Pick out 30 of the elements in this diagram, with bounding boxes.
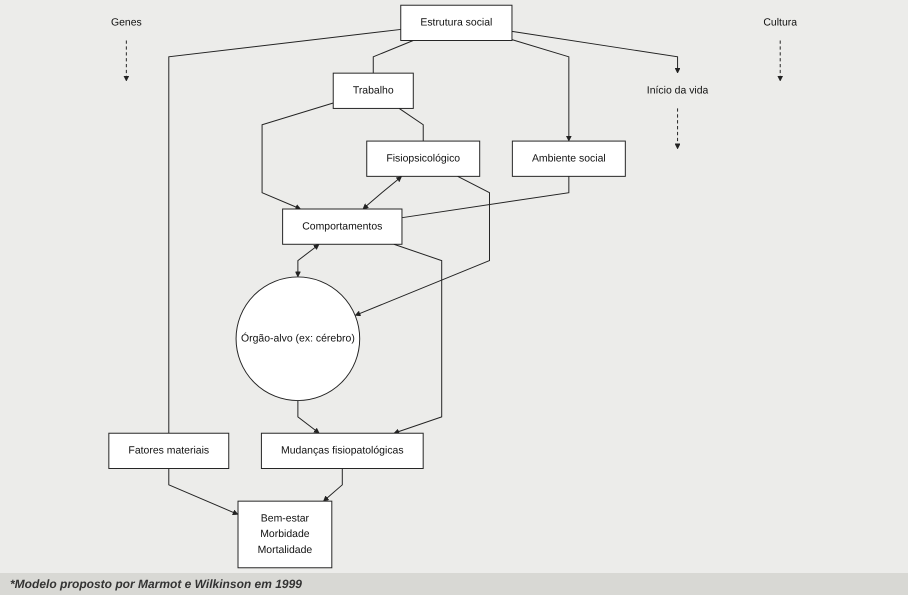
node-box: Mudanças fisiopatológicas <box>260 432 424 469</box>
node-box: Trabalho <box>332 72 414 109</box>
node-box: Estrutura social <box>400 4 512 41</box>
node-box: Fatores materiais <box>108 432 230 469</box>
arrow <box>123 40 130 82</box>
arrow <box>323 468 343 502</box>
node-box: Bem-estar Morbidade Mortalidade <box>238 500 332 568</box>
arrow <box>297 400 320 434</box>
connector <box>398 108 424 142</box>
connector <box>372 40 414 74</box>
node-box: Comportamentos <box>282 208 402 245</box>
node-text: Genes <box>110 16 142 28</box>
node-box: Fisiopsicológico <box>366 140 480 177</box>
arrow <box>777 40 784 82</box>
node-text: Cultura <box>763 16 798 28</box>
node-box: Ambiente social <box>512 140 626 177</box>
arrow <box>168 468 238 516</box>
connector <box>168 28 402 434</box>
arrow <box>393 244 442 434</box>
arrow <box>674 108 680 150</box>
node-text: Início da vida <box>646 84 708 96</box>
arrow <box>511 39 572 142</box>
arrow <box>511 30 680 74</box>
arrow <box>262 102 334 210</box>
arrow <box>362 176 402 210</box>
connector <box>401 176 570 218</box>
node-circle: Órgão-alvo (ex: cérebro) <box>236 276 360 402</box>
arrow <box>354 176 490 316</box>
caption: *Modelo proposto por Marmot e Wilkinson em 1999 <box>0 573 908 595</box>
arrow <box>295 244 320 278</box>
